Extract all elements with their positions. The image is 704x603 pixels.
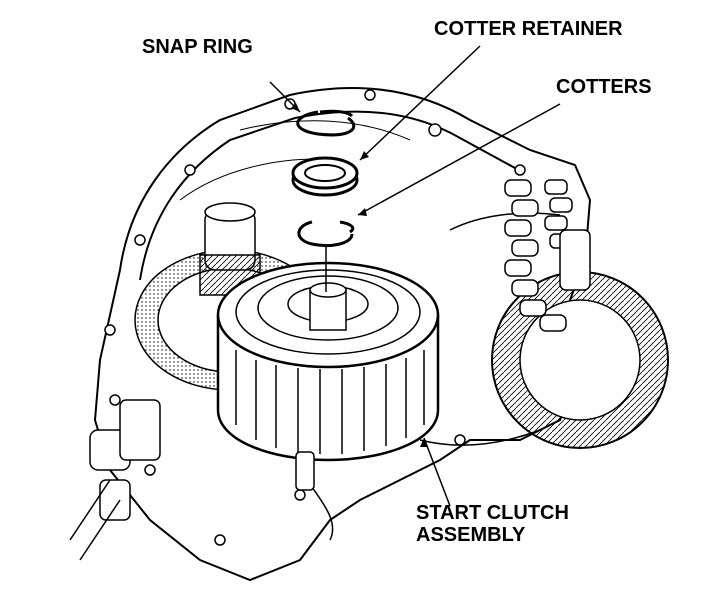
start-clutch-assembly [216,261,440,462]
start-clutch-label-line1: START CLUTCH [416,502,569,524]
snap-ring-label: SNAP RING [142,36,253,58]
cotter-retainer-part [291,156,359,197]
leader-arrowheads [291,103,428,447]
bottom-fittings [69,399,315,561]
start-clutch-assembly-label: START CLUTCH ASSEMBLY [416,502,569,546]
drive-chain [491,179,669,449]
cotter-retainer-label: COTTER RETAINER [434,18,623,40]
leader-lines [269,45,561,507]
snap-ring-part [296,109,356,137]
cotters-part [297,220,355,248]
start-clutch-label-line2: ASSEMBLY [416,524,526,546]
cotters-label: COTTERS [556,76,652,98]
